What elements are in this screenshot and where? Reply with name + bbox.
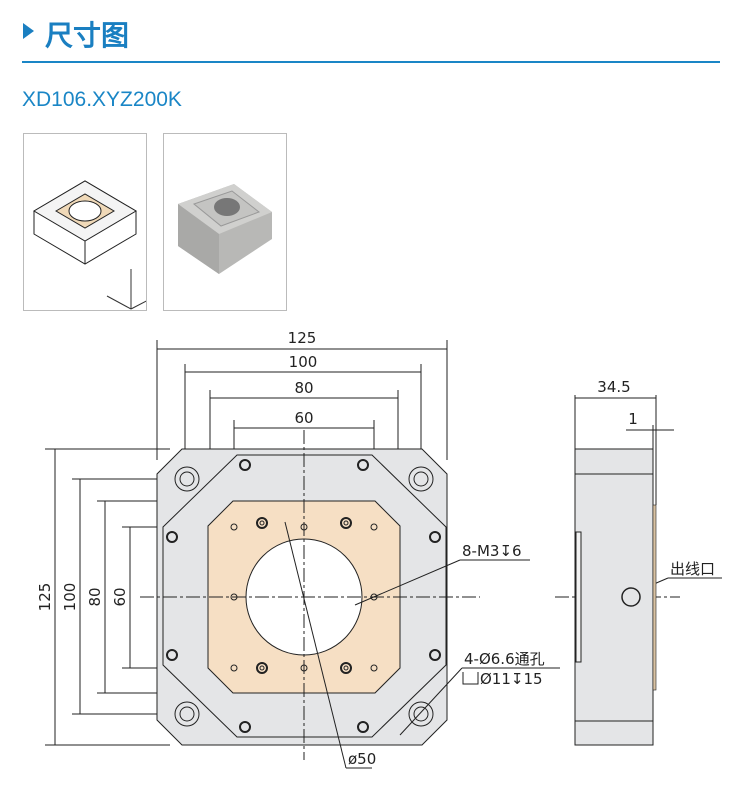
m3-tapped-hole xyxy=(230,593,238,601)
screw-hole xyxy=(429,649,441,661)
dim-side-thickness: 34.5 xyxy=(597,378,630,396)
m3-tapped-hole xyxy=(300,523,308,531)
screw-hole xyxy=(166,649,178,661)
counterbore-symbol-icon xyxy=(462,672,479,685)
through-hole xyxy=(413,706,429,722)
dim-top-100: 100 xyxy=(289,353,318,371)
m3-tapped-hole xyxy=(370,593,378,601)
side-view xyxy=(574,395,674,746)
screw-hole xyxy=(239,459,251,471)
model-name: XD106.XYZ200K xyxy=(22,88,182,111)
m3-tapped-hole xyxy=(370,664,378,672)
bore-callout: ø50 xyxy=(348,750,376,768)
center-lines xyxy=(140,430,680,760)
screw-hole xyxy=(166,531,178,543)
m3-tapped-hole xyxy=(230,664,238,672)
counterbore-hole xyxy=(174,466,200,492)
dimension-lines xyxy=(54,348,447,745)
through-hole-callout: 4-Ø6.6通孔 xyxy=(464,650,545,668)
m3-tapped-hole xyxy=(370,523,378,531)
cap-screw xyxy=(256,662,268,674)
page-title: 尺寸图 xyxy=(45,19,130,52)
cable-outlet-label: 出线口 xyxy=(670,560,715,578)
cap-screw xyxy=(256,517,268,529)
isometric-drawing-thumbnail xyxy=(23,133,147,311)
holes xyxy=(166,459,441,733)
through-hole xyxy=(179,471,195,487)
dim-left-60: 60 xyxy=(111,587,129,606)
dim-top-60: 60 xyxy=(294,409,313,427)
cap-screw xyxy=(340,662,352,674)
dim-top-125: 125 xyxy=(288,329,317,347)
counterbore-hole xyxy=(174,701,200,727)
counterbore-callout: Ø11↧15 xyxy=(480,670,543,688)
product-photo-thumbnail xyxy=(163,133,287,311)
cap-screw-center xyxy=(259,665,265,671)
counterbore-hole xyxy=(408,466,434,492)
tapped-hole-callout: 8-M3↧6 xyxy=(462,542,522,560)
cap-screw xyxy=(340,517,352,529)
section-marker-icon xyxy=(23,23,34,39)
m3-tapped-hole xyxy=(230,523,238,531)
cable-outlet xyxy=(621,587,641,607)
m3-tapped-hole xyxy=(300,664,308,672)
cap-screw-center xyxy=(343,520,349,526)
screw-hole xyxy=(239,721,251,733)
cap-screw-center xyxy=(343,665,349,671)
screw-hole xyxy=(429,531,441,543)
through-hole xyxy=(413,471,429,487)
dim-left-125: 125 xyxy=(36,583,54,612)
screw-hole xyxy=(357,721,369,733)
dim-side-step: 1 xyxy=(628,410,638,428)
screw-hole xyxy=(357,459,369,471)
divider xyxy=(22,61,720,63)
through-hole xyxy=(179,706,195,722)
cap-screw-center xyxy=(259,520,265,526)
dim-left-100: 100 xyxy=(61,583,79,612)
dim-left-80: 80 xyxy=(86,587,104,606)
dim-top-80: 80 xyxy=(294,379,313,397)
counterbore-hole xyxy=(408,701,434,727)
